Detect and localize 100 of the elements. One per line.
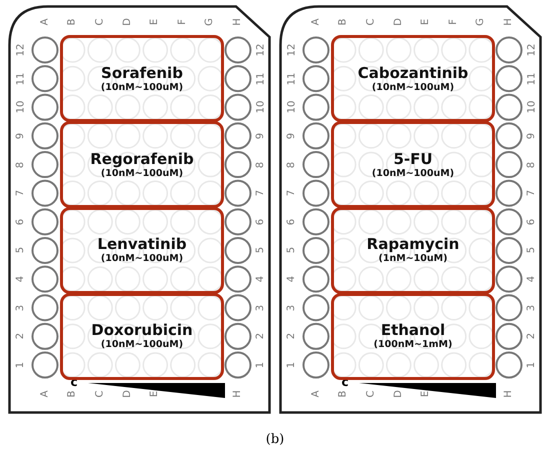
row-number: 9 — [256, 132, 266, 140]
column-letter: A — [40, 18, 50, 26]
column-letter: E — [150, 390, 160, 398]
row-number: 8 — [256, 161, 266, 168]
concentration-range: (10nM~100uM) — [100, 339, 184, 352]
row-number: 2 — [527, 333, 538, 340]
column-letter: H — [232, 390, 243, 398]
column-letter: H — [504, 390, 514, 398]
row-number: 8 — [287, 161, 298, 168]
row-number: 4 — [256, 276, 266, 282]
concentration-range: (100nM~1mM) — [372, 339, 454, 352]
column-letter: C — [366, 18, 376, 26]
row-number: 7 — [287, 190, 298, 196]
row-number: 11 — [526, 72, 537, 85]
row-number: 11 — [256, 72, 266, 85]
row-number: 2 — [256, 333, 266, 340]
column-letter: C — [366, 390, 376, 398]
row-number: 7 — [16, 190, 26, 196]
row-number: 12 — [16, 44, 26, 56]
treatment-zone-box — [331, 292, 495, 380]
row-number: 2 — [16, 333, 26, 340]
concentration-range: (10nM~100uM) — [370, 82, 456, 94]
treatment-zone-box — [331, 35, 495, 122]
row-number: 6 — [256, 218, 266, 226]
row-number: 1 — [527, 362, 538, 368]
column-letter: F — [448, 19, 459, 25]
row-number: 9 — [527, 132, 538, 140]
column-letter: D — [394, 390, 404, 398]
row-number: 6 — [287, 218, 298, 226]
column-letter: G — [205, 18, 216, 26]
column-letter: D — [122, 18, 133, 26]
column-letter: H — [504, 18, 514, 26]
row-number: 12 — [256, 44, 266, 56]
row-number: 12 — [526, 44, 537, 56]
row-number: 9 — [287, 132, 298, 140]
row-number: 5 — [16, 247, 26, 254]
drug-name: Ethanol — [380, 321, 446, 340]
row-number: 5 — [527, 247, 538, 254]
row-number: 8 — [527, 161, 538, 168]
column-letter: E — [421, 390, 432, 398]
row-number: 7 — [256, 190, 266, 196]
column-letter: G — [476, 18, 486, 26]
row-number: 8 — [16, 161, 26, 168]
row-number: 6 — [527, 218, 538, 226]
row-number: 4 — [16, 276, 26, 282]
row-number: 3 — [256, 304, 266, 311]
row-number: 11 — [16, 72, 26, 85]
column-letter: E — [150, 18, 160, 26]
column-letter: A — [310, 390, 321, 398]
row-number: 10 — [286, 100, 297, 114]
column-letter: C — [95, 18, 106, 26]
column-letter: E — [421, 18, 432, 26]
column-letter: B — [68, 18, 78, 26]
panel-caption: (b) — [266, 432, 284, 447]
drug-name: Regorafenib — [89, 150, 195, 168]
column-letter: A — [310, 18, 321, 26]
row-number: 9 — [16, 132, 26, 140]
concentration-range: (1nM~10uM) — [378, 253, 448, 266]
row-number: 5 — [287, 247, 298, 254]
row-number: 1 — [16, 362, 26, 368]
concentration-range: (10nM~100uM) — [100, 253, 184, 266]
row-number: 7 — [527, 190, 538, 196]
row-number: 6 — [16, 218, 26, 226]
row-number: 10 — [16, 100, 26, 114]
concentration-range: (10nM~100uM) — [370, 168, 456, 180]
treatment-zone-box — [331, 120, 495, 208]
row-number: 5 — [256, 247, 266, 254]
drug-name: Doxorubicin — [90, 321, 194, 340]
row-number: 3 — [16, 304, 26, 311]
row-number: 4 — [287, 276, 298, 282]
column-letter: B — [338, 18, 348, 26]
row-number: 1 — [287, 362, 298, 368]
row-number: 10 — [526, 100, 537, 114]
treatment-zone-box — [331, 206, 495, 294]
row-number: 3 — [527, 304, 538, 311]
drug-name: Rapamycin — [366, 235, 460, 254]
treatment-zone-box — [60, 206, 224, 294]
row-number: 12 — [286, 44, 297, 56]
row-number: 3 — [287, 304, 298, 311]
drug-name: Sorafenib — [100, 64, 184, 82]
treatment-zone-box — [60, 292, 224, 380]
drug-name: Lenvatinib — [96, 235, 188, 254]
treatment-zone-box — [60, 120, 224, 208]
column-letter: F — [178, 19, 188, 25]
column-letter: B — [68, 390, 78, 398]
treatment-zone-box — [60, 35, 224, 122]
row-number: 1 — [256, 362, 266, 368]
row-number: 10 — [256, 100, 266, 114]
column-letter: B — [338, 390, 348, 398]
row-number: 2 — [287, 333, 298, 340]
column-letter: D — [122, 390, 133, 398]
row-number: 11 — [286, 72, 297, 85]
column-letter: D — [394, 18, 404, 26]
column-letter: H — [232, 18, 243, 26]
concentration-range: (10nM~100uM) — [100, 82, 184, 94]
drug-name: 5-FU — [392, 150, 434, 168]
column-letter: A — [40, 390, 50, 398]
row-number: 4 — [527, 276, 538, 282]
column-letter: C — [95, 390, 106, 398]
drug-name: Cabozantinib — [356, 64, 470, 82]
